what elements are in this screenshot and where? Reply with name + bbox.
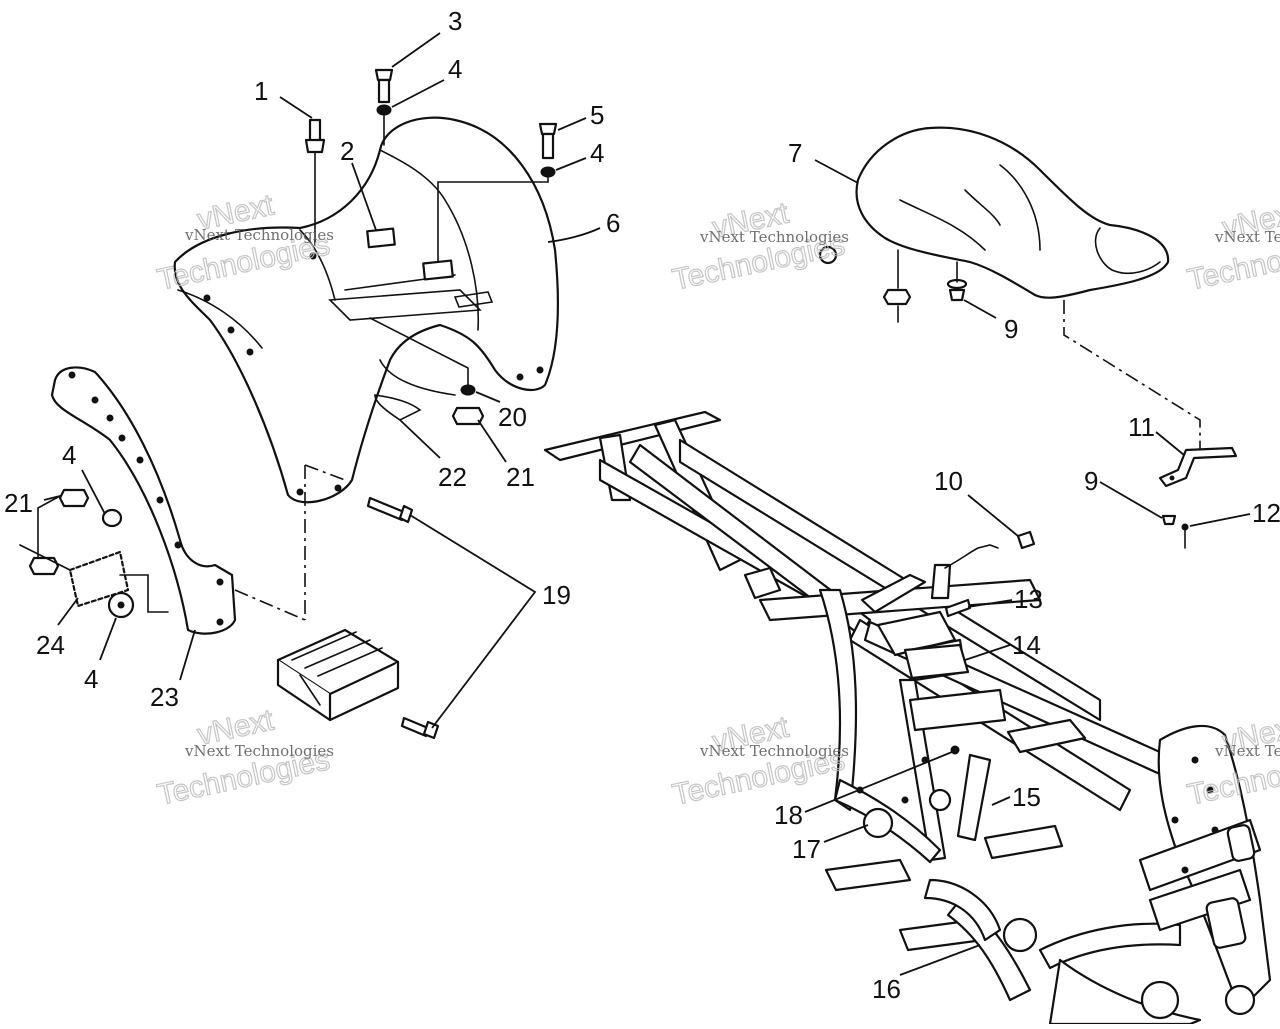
mud-flap bbox=[50, 366, 237, 635]
frame bbox=[543, 410, 1272, 1026]
callout-16: 16 bbox=[872, 974, 901, 1004]
callout-labels: 1 2 3 4 5 4 6 7 9 10 11 9 12 13 14 15 16… bbox=[4, 6, 1280, 1004]
callout-3: 3 bbox=[448, 6, 462, 36]
callout-24: 24 bbox=[36, 630, 65, 660]
callout-5: 5 bbox=[590, 100, 604, 130]
callout-7: 7 bbox=[788, 138, 802, 168]
callout-14: 14 bbox=[1012, 630, 1041, 660]
watermark-text-5: vNext Technologies bbox=[699, 742, 849, 760]
seat-hardware bbox=[818, 245, 968, 323]
callout-2: 2 bbox=[340, 136, 354, 166]
callout-4-right: 4 bbox=[590, 138, 604, 168]
callout-4-left-bottom: 4 bbox=[84, 664, 98, 694]
callout-11: 11 bbox=[1128, 412, 1155, 442]
callout-13: 13 bbox=[1014, 584, 1043, 614]
callout-4-left-top: 4 bbox=[62, 440, 76, 470]
callout-21-left: 21 bbox=[4, 488, 33, 518]
bolt-19 bbox=[366, 496, 537, 740]
rear-fender bbox=[173, 116, 560, 504]
callout-1: 1 bbox=[254, 76, 268, 106]
callout-17: 17 bbox=[792, 834, 821, 864]
callout-21-right: 21 bbox=[506, 462, 535, 492]
frame-small-parts bbox=[903, 530, 1036, 680]
callout-9-bracket: 9 bbox=[1084, 466, 1098, 496]
seat-bracket bbox=[1158, 446, 1238, 549]
screw-1 bbox=[304, 118, 326, 246]
watermark-text-6: vNext Technologies bbox=[1214, 742, 1280, 760]
plate-24 bbox=[19, 544, 169, 613]
callout-19: 19 bbox=[542, 580, 571, 610]
callout-20: 20 bbox=[498, 402, 527, 432]
callout-6: 6 bbox=[606, 208, 620, 238]
bolt-3 bbox=[374, 68, 394, 146]
seat bbox=[855, 126, 1170, 299]
watermark-text-4: vNext Technologies bbox=[184, 742, 334, 760]
footrest bbox=[276, 628, 400, 722]
callout-22: 22 bbox=[438, 462, 467, 492]
nut-21-left bbox=[28, 488, 90, 576]
washer-nut-20-21 bbox=[369, 317, 485, 426]
leader-lines bbox=[43, 32, 1251, 976]
washer-4-left bbox=[101, 508, 135, 619]
watermark-text-2: vNext Technologies bbox=[699, 228, 849, 246]
callout-9-seat: 9 bbox=[1004, 314, 1018, 344]
watermarks: vNext Technologies vNext Technologies vN… bbox=[154, 188, 1280, 813]
callout-18: 18 bbox=[774, 800, 803, 830]
callout-10: 10 bbox=[934, 466, 963, 496]
bolt-5 bbox=[437, 122, 558, 263]
callout-23: 23 bbox=[150, 682, 179, 712]
callout-12: 12 bbox=[1252, 498, 1280, 528]
callout-15: 15 bbox=[1012, 782, 1041, 812]
watermark-text-1: vNext Technologies bbox=[184, 226, 334, 244]
callout-4-top: 4 bbox=[448, 54, 462, 84]
watermark-text-3: vNext Technologies bbox=[1214, 228, 1280, 246]
